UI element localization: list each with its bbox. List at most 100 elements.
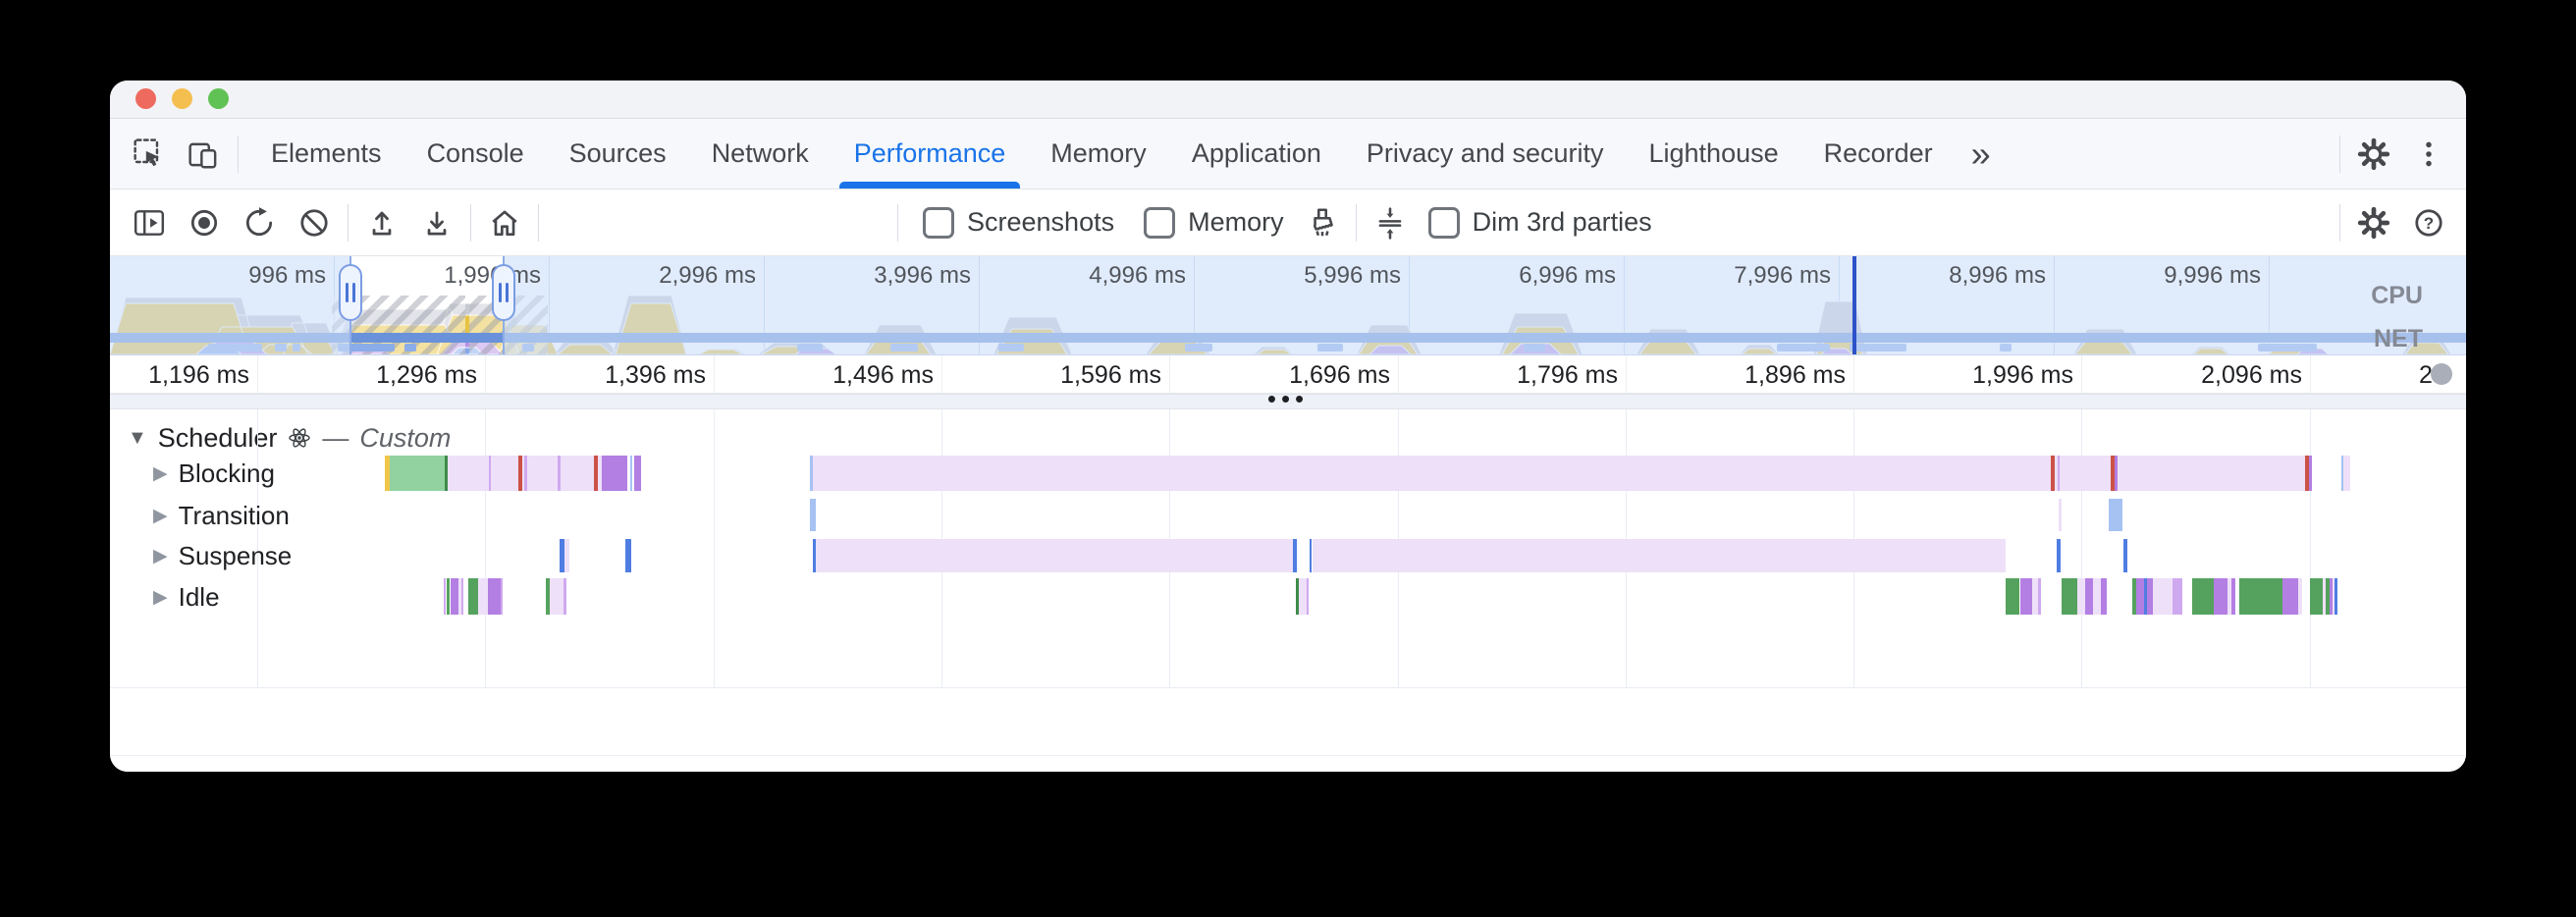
tab-memory[interactable]: Memory — [1050, 138, 1147, 168]
minimize-window-button[interactable] — [172, 88, 192, 109]
idle-track-bar[interactable] — [2214, 578, 2227, 615]
suspense-track-bar[interactable] — [816, 539, 1293, 572]
inspect-icon[interactable] — [126, 131, 173, 178]
more-tabs-button[interactable]: » — [1970, 134, 1991, 174]
idle-track-bar[interactable] — [2239, 578, 2282, 615]
idle-track-bar[interactable] — [2333, 578, 2334, 615]
expand-triangle-icon[interactable]: ▶ — [153, 586, 168, 608]
idle-track-bar[interactable] — [2077, 578, 2085, 615]
row-label-idle[interactable]: ▶Idle — [153, 577, 220, 617]
idle-track-bar[interactable] — [2330, 578, 2333, 615]
idle-track-bar[interactable] — [2231, 578, 2235, 615]
close-window-button[interactable] — [135, 88, 156, 109]
idle-track-bar[interactable] — [2032, 578, 2038, 615]
tab-recorder[interactable]: Recorder — [1823, 138, 1933, 168]
idle-track-bar[interactable] — [2227, 578, 2231, 615]
idle-track-bar[interactable] — [564, 578, 566, 615]
idle-track-bar[interactable] — [2006, 578, 2019, 615]
idle-track-bar[interactable] — [1299, 578, 1307, 615]
tab-elements[interactable]: Elements — [271, 138, 382, 168]
settings-gear-icon[interactable] — [2350, 199, 2397, 246]
window-titlebar[interactable] — [110, 81, 2466, 119]
idle-track-bar[interactable] — [2038, 578, 2041, 615]
idle-track-bar[interactable] — [2173, 578, 2182, 615]
idle-track-bar[interactable] — [2310, 578, 2323, 615]
suspense-track-bar[interactable] — [2057, 539, 2061, 572]
tab-application[interactable]: Application — [1191, 138, 1321, 168]
idle-track-bar[interactable] — [478, 578, 488, 615]
memory-checkbox[interactable]: Memory — [1144, 206, 1284, 239]
show-sidebar-icon[interactable] — [126, 199, 173, 246]
blocking-track-bar[interactable] — [813, 456, 2309, 491]
idle-track-bar[interactable] — [501, 578, 503, 615]
expand-triangle-icon[interactable]: ▶ — [153, 546, 168, 566]
idle-track-bar[interactable] — [447, 578, 450, 615]
home-icon[interactable] — [481, 199, 528, 246]
screenshots-checkbox[interactable]: Screenshots — [923, 206, 1114, 239]
idle-track-bar[interactable] — [2144, 578, 2147, 615]
clear-icon[interactable] — [291, 199, 338, 246]
record-icon[interactable] — [181, 199, 228, 246]
timeline-resize-handle[interactable]: ••• — [110, 386, 2466, 411]
idle-track-bar[interactable] — [546, 578, 550, 615]
idle-track-bar[interactable] — [2062, 578, 2077, 615]
zoom-window-button[interactable] — [208, 88, 229, 109]
transition-track-bar[interactable] — [810, 499, 816, 531]
blocking-track-bar[interactable] — [385, 456, 390, 491]
blocking-track-bar[interactable] — [634, 456, 641, 491]
idle-track-bar[interactable] — [550, 578, 564, 615]
device-toolbar-icon[interactable] — [181, 131, 228, 178]
reload-icon[interactable] — [236, 199, 283, 246]
idle-track-bar[interactable] — [458, 578, 461, 615]
row-label-suspense[interactable]: ▶Suspense — [153, 538, 292, 574]
checkbox-box[interactable] — [1427, 206, 1460, 239]
help-icon[interactable]: ? — [2405, 199, 2452, 246]
track-header-scheduler[interactable]: ▼ Scheduler — Custom — [128, 423, 451, 453]
checkbox-box[interactable] — [1144, 206, 1176, 239]
idle-track-bar[interactable] — [2020, 578, 2032, 615]
download-icon[interactable] — [413, 199, 460, 246]
scrollbar-thumb[interactable] — [2431, 363, 2452, 385]
blocking-track-bar[interactable] — [390, 456, 445, 491]
suspense-track-bar[interactable] — [813, 539, 816, 572]
idle-track-bar[interactable] — [451, 578, 458, 615]
suspense-track-bar[interactable] — [564, 539, 569, 572]
idle-track-bar[interactable] — [2101, 578, 2107, 615]
idle-track-bar[interactable] — [2093, 578, 2101, 615]
blocking-track-bar[interactable] — [2111, 456, 2115, 491]
idle-track-bar[interactable] — [468, 578, 478, 615]
tab-performance[interactable]: Performance — [832, 119, 1029, 189]
blocking-track-bar[interactable] — [524, 456, 527, 491]
transition-track-bar[interactable] — [2059, 499, 2062, 531]
suspense-track-bar[interactable] — [625, 539, 631, 572]
blocking-track-bar[interactable] — [489, 456, 491, 491]
suspense-track-bar[interactable] — [1293, 539, 1297, 572]
idle-track-bar[interactable] — [2282, 578, 2298, 615]
row-label-transition[interactable]: ▶Transition — [153, 498, 290, 533]
idle-track-bar[interactable] — [2323, 578, 2326, 615]
collect-garbage-icon[interactable] — [1299, 199, 1346, 246]
blocking-track-bar[interactable] — [2058, 456, 2060, 491]
idle-track-bar[interactable] — [2136, 578, 2144, 615]
collapse-sections-icon[interactable] — [1367, 199, 1414, 246]
settings-gear-icon[interactable] — [2350, 131, 2397, 178]
blocking-track-bar[interactable] — [602, 456, 627, 491]
idle-track-bar[interactable] — [488, 578, 501, 615]
expand-triangle-icon[interactable]: ▶ — [153, 505, 168, 526]
blocking-track-bar[interactable] — [630, 456, 632, 491]
idle-track-bar[interactable] — [2153, 578, 2173, 615]
tab-console[interactable]: Console — [426, 138, 524, 168]
blocking-track-bar[interactable] — [2343, 456, 2350, 491]
tab-sources[interactable]: Sources — [568, 138, 667, 168]
row-label-blocking[interactable]: ▶Blocking — [153, 455, 275, 493]
blocking-track-bar[interactable] — [558, 456, 561, 491]
tab-lighthouse[interactable]: Lighthouse — [1648, 138, 1779, 168]
upload-icon[interactable] — [358, 199, 405, 246]
idle-track-bar[interactable] — [461, 578, 463, 615]
idle-track-bar[interactable] — [2326, 578, 2330, 615]
suspense-track-bar[interactable] — [560, 539, 564, 572]
tab-privacy-and-security[interactable]: Privacy and security — [1366, 138, 1604, 168]
selection-handle-left[interactable] — [339, 264, 362, 321]
collapse-triangle-icon[interactable]: ▼ — [128, 426, 147, 449]
